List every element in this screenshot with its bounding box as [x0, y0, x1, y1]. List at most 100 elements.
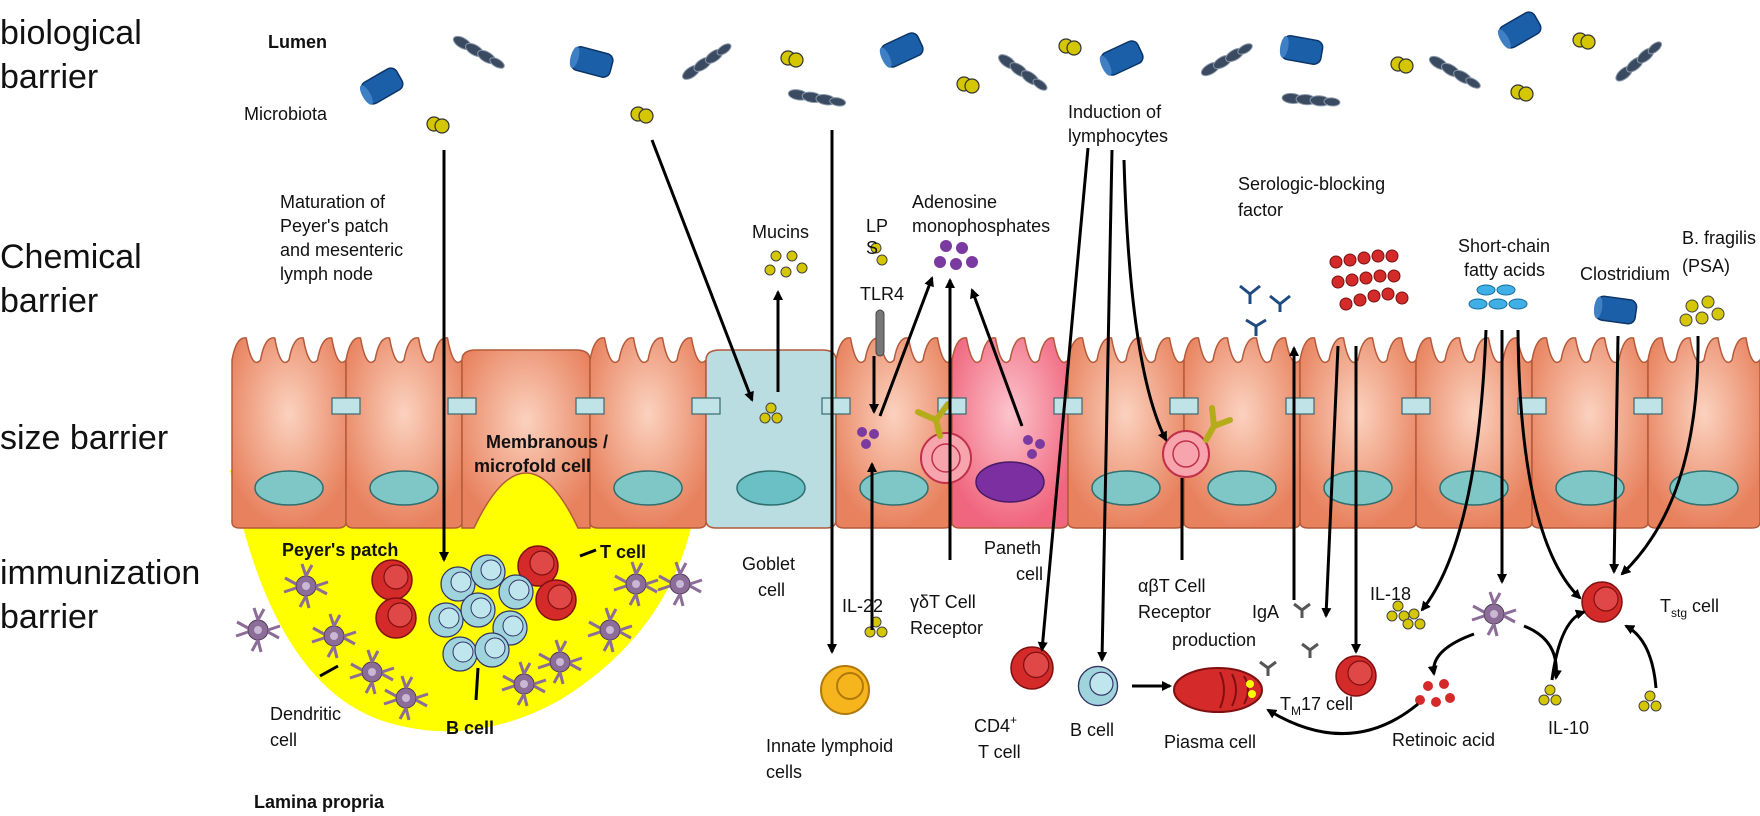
cell-nucleus [1555, 470, 1625, 506]
abt-label-2: Receptor [1138, 602, 1211, 622]
gdt-cell [915, 401, 972, 484]
scfa-label: Short-chain [1458, 236, 1550, 256]
tight-junction [1517, 397, 1547, 415]
scfa-molecules [1468, 284, 1528, 310]
abt-cell [1162, 405, 1233, 478]
microbiota-label: Microbiota [244, 104, 328, 124]
abt-label: αβT Cell [1138, 576, 1205, 596]
gdt-label-2: Receptor [910, 618, 983, 638]
lps-label-2: S [866, 238, 878, 258]
peyers-patch-label: Peyer's patch [282, 540, 398, 560]
maturation-label: Maturation of Peyer's patch and mesenter… [280, 192, 403, 284]
iga-label-2: production [1172, 630, 1256, 650]
size-barrier-label: size barrier [0, 419, 168, 457]
il22-label: IL-22 [842, 596, 883, 616]
tight-junction [1053, 397, 1083, 415]
tight-junction [575, 397, 605, 415]
il22-molecules [864, 616, 888, 638]
tight-junction [447, 397, 477, 415]
tight-junction [1169, 397, 1199, 415]
lps-label: LP [866, 216, 888, 236]
membranous-label: Membranous / [486, 432, 608, 452]
mucins-molecules [764, 250, 808, 278]
svg-text:and mesenteric: and mesenteric [280, 240, 403, 260]
tstg-cell [1581, 581, 1623, 623]
b-cell [1077, 665, 1119, 707]
lps-in-cell [857, 427, 879, 449]
serologic-label-2: factor [1238, 200, 1283, 220]
il18-label: IL-18 [1370, 584, 1411, 604]
adenosine-molecules [934, 240, 978, 270]
tight-junction [1285, 397, 1315, 415]
ilc-label-2: cells [766, 762, 802, 782]
tight-junction [1401, 397, 1431, 415]
paneth-nucleus [975, 461, 1045, 503]
tstg-label: Tstg cell [1660, 596, 1719, 620]
arrows [319, 130, 1700, 735]
clostridium-label: Clostridium [1580, 264, 1670, 284]
amp-in-paneth [1023, 435, 1045, 459]
tight-junction [1633, 397, 1663, 415]
cell-nucleus [1207, 470, 1277, 506]
membranous-label-2: microfold cell [474, 456, 591, 476]
retinoic-acid-molecules [1415, 679, 1455, 707]
gdt-label: γδT Cell [910, 592, 976, 612]
retinoic-label: Retinoic acid [1392, 730, 1495, 750]
iga-chains [1329, 249, 1409, 311]
cell-nucleus [1439, 470, 1509, 506]
bfragilis-label-2: (PSA) [1682, 256, 1730, 276]
chemical-barrier-label: Chemical [0, 238, 142, 276]
epithelium [231, 337, 1760, 529]
il18-molecules [1386, 600, 1426, 630]
psa-molecules [1679, 295, 1725, 327]
svg-text:Peyer's patch: Peyer's patch [280, 216, 389, 236]
mucins-label: Mucins [752, 222, 809, 242]
ilc-label: Innate lymphoid [766, 736, 893, 756]
paneth-label: Paneth [984, 538, 1041, 558]
biological-barrier-label-2: barrier [0, 58, 98, 96]
tm17-cell [1335, 655, 1377, 697]
serologic-blocking-factor [1239, 284, 1291, 336]
iga-label: IgA [1252, 602, 1279, 622]
svg-text:lymph node: lymph node [280, 264, 373, 284]
tm17-label: TM17 cell [1280, 694, 1353, 718]
biological-barrier-label: biological [0, 14, 142, 52]
serologic-label: Serologic-blocking [1238, 174, 1385, 194]
tlr4-receptor [875, 309, 885, 357]
cd4-label: CD4+ [974, 713, 1017, 736]
cell-nucleus [736, 470, 806, 506]
chemical-barrier-label-2: barrier [0, 282, 98, 320]
plasma-label: Piasma cell [1164, 732, 1256, 752]
il10-label: IL-10 [1548, 718, 1589, 738]
svg-text:Maturation of: Maturation of [280, 192, 386, 212]
dendritic-label-2: cell [270, 730, 297, 750]
scfa-label-2: fatty acids [1464, 260, 1545, 280]
tlr4-label: TLR4 [860, 284, 904, 304]
b-cell-label: B cell [1070, 720, 1114, 740]
cell-nucleus [369, 470, 439, 506]
adenosine-label: Adenosine [912, 192, 997, 212]
cell-nucleus [613, 470, 683, 506]
tight-junction [691, 397, 721, 415]
tight-junction [331, 397, 361, 415]
induction-label-2: lymphocytes [1068, 126, 1168, 146]
cell-nucleus [859, 470, 929, 506]
cell-nucleus [1091, 470, 1161, 506]
lamina-propria-label: Lamina propria [254, 792, 385, 812]
cell-nucleus [1669, 470, 1739, 506]
innate-lymphoid-cell [820, 665, 870, 715]
lumen-label: Lumen [268, 32, 327, 52]
pp-b-cell-label: B cell [446, 718, 494, 738]
cell-nucleus [254, 470, 324, 506]
bfragilis-label: B. fragilis [1682, 228, 1756, 248]
psa-molecules-lp [1638, 690, 1662, 712]
lps-molecules [870, 242, 888, 266]
microbiota [356, 8, 1665, 134]
clostridium-rod [1591, 294, 1639, 326]
tight-junction [821, 397, 851, 415]
lp-dendritic-cell [1470, 590, 1518, 638]
immunization-barrier-label-2: barrier [0, 598, 98, 636]
cell-nucleus [1323, 470, 1393, 506]
adenosine-label-2: monophosphates [912, 216, 1050, 236]
